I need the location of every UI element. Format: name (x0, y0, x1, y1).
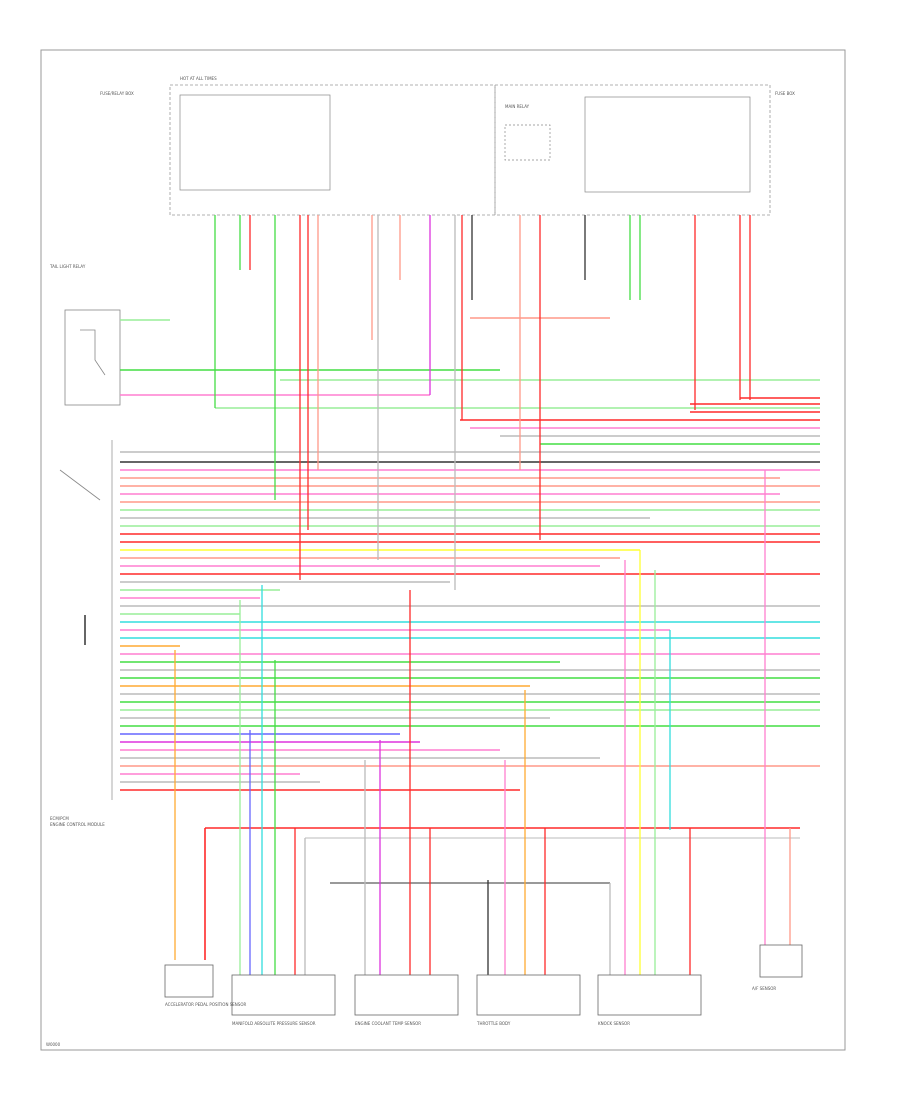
fuse-box-top: FUSE/RELAY BOX HOT AT ALL TIMES FUSE BOX… (100, 76, 795, 216)
tail-relay-label: TAIL LIGHT RELAY (49, 264, 86, 269)
bottom-components: ACCELERATOR PEDAL POSITION SENSOR MANIFO… (164, 944, 803, 1026)
bottom-comp-3: ENGINE COOLANT TEMP SENSOR (355, 1021, 421, 1026)
ecm-label: ENGINE CONTROL MODULE (50, 822, 105, 827)
bottom-comp-4: THROTTLE BODY (476, 1021, 511, 1026)
main-relay-label: MAIN RELAY (505, 104, 530, 109)
bottom-comp-1: ACCELERATOR PEDAL POSITION SENSOR (165, 1002, 246, 1007)
ecu-block: ECM/PCM ENGINE CONTROL MODULE (50, 440, 113, 827)
fuse-box-right-label: FUSE BOX (775, 91, 795, 96)
ecu-label: ECM/PCM (50, 816, 69, 821)
bottom-comp-5: KNOCK SENSOR (598, 1021, 630, 1026)
bottom-comp-6: A/F SENSOR (752, 986, 776, 991)
hot-label: HOT AT ALL TIMES (180, 76, 217, 81)
figure-id: W0000 (46, 1042, 61, 1047)
diagram-frame (40, 49, 846, 1051)
bottom-comp-2: MANIFOLD ABSOLUTE PRESSURE SENSOR (232, 1021, 316, 1026)
tail-light-relay: TAIL LIGHT RELAY (49, 264, 121, 406)
fuse-relay-label: FUSE/RELAY BOX (100, 91, 134, 96)
wires (120, 215, 820, 975)
